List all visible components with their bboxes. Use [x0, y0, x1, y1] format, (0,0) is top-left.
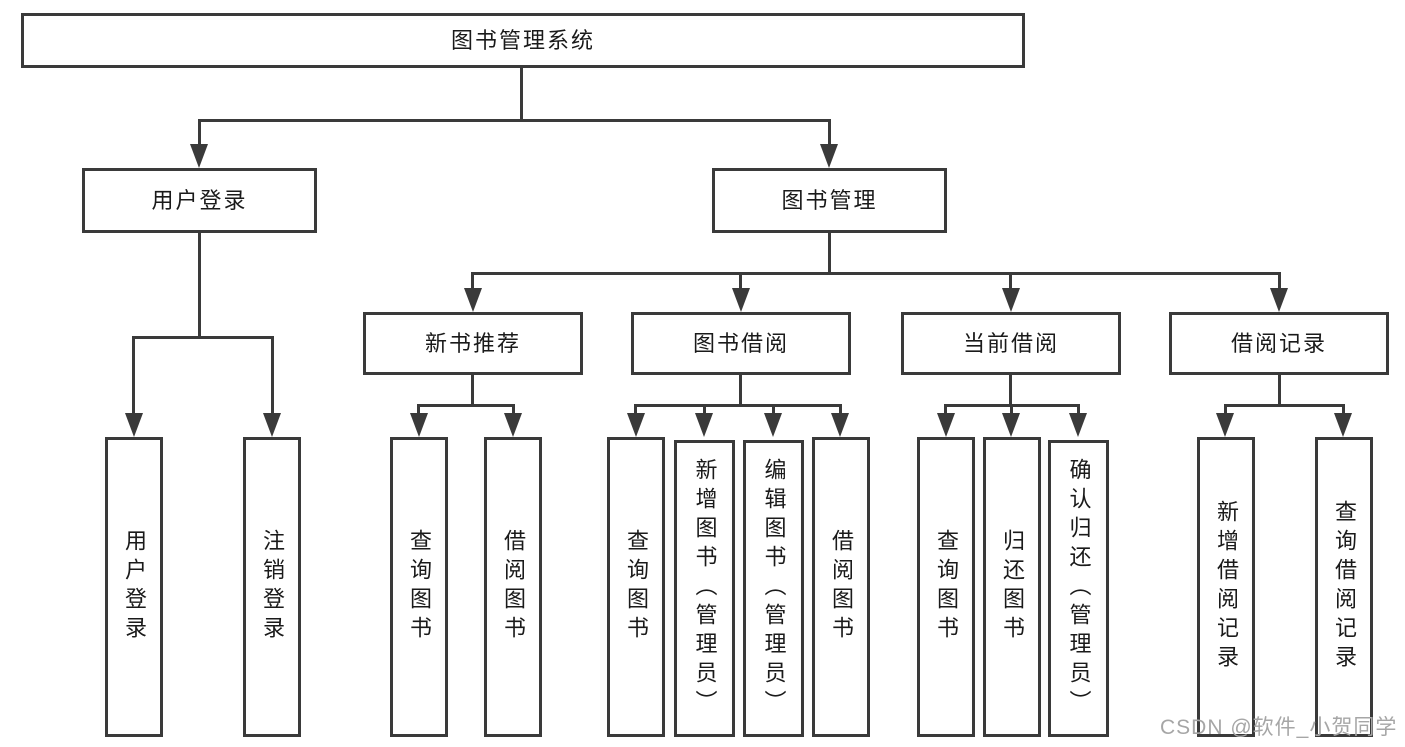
connector-line-book-management-down: [828, 233, 831, 275]
arrowhead-icon-bb-add: [695, 413, 713, 437]
arrowhead-icon-nb-borrow: [504, 413, 522, 437]
connector-stub-nb-borrow: [512, 404, 515, 418]
connector-stub-bb-edit: [772, 404, 775, 418]
arrowhead-icon-book-management: [820, 144, 838, 168]
connector-stub-user-login: [198, 119, 201, 146]
connector-line-user-login-rail: [132, 336, 274, 339]
node-new-book-recommendation: 新书推荐: [363, 312, 583, 375]
arrowhead-icon-bb-borrow: [831, 413, 849, 437]
connector-line-user-login-down: [198, 233, 201, 339]
connector-stub-cb-confirm: [1077, 404, 1080, 418]
connector-line-level3-rail: [471, 272, 1281, 275]
leaf-user-login: 用户登录: [105, 437, 163, 737]
connector-stub-current-borrow: [1009, 272, 1012, 292]
leaf-add-borrow-record: 新增借阅记录: [1197, 437, 1255, 737]
node-book-borrowing: 图书借阅: [631, 312, 851, 375]
arrowhead-icon-book-borrow: [732, 288, 750, 312]
leaf-edit-book-admin: 编辑图书（管理员）: [743, 440, 804, 737]
connector-line-root-down: [520, 68, 523, 122]
node-book-management: 图书管理: [712, 168, 947, 233]
arrowhead-icon-br-add: [1216, 413, 1234, 437]
arrowhead-icon-user-login: [190, 144, 208, 168]
connector-line-level2-rail: [198, 119, 831, 122]
arrowhead-icon-new-book: [464, 288, 482, 312]
connector-stub-cb-return: [1010, 404, 1013, 418]
connector-line-new-book-down: [471, 375, 474, 407]
connector-stub-book-management: [828, 119, 831, 146]
connector-stub-bb-borrow: [839, 404, 842, 418]
connector-stub-leaf-user-login: [132, 336, 135, 418]
connector-stub-bb-add: [703, 404, 706, 418]
connector-line-borrow-records-rail: [1224, 404, 1345, 407]
connector-line-current-borrow-down: [1009, 375, 1012, 407]
leaf-query-borrow-record: 查询借阅记录: [1315, 437, 1373, 737]
node-current-borrowing: 当前借阅: [901, 312, 1121, 375]
arrowhead-icon-br-query: [1334, 413, 1352, 437]
arrowhead-icon-bb-query: [627, 413, 645, 437]
watermark-text: CSDN @软件_小贺同学: [1160, 716, 1398, 739]
connector-line-book-borrow-down: [739, 375, 742, 407]
leaf-query-books-recommend: 查询图书: [390, 437, 448, 737]
connector-stub-br-add: [1224, 404, 1227, 418]
leaf-query-books-current: 查询图书: [917, 437, 975, 737]
leaf-return-books: 归还图书: [983, 437, 1041, 737]
connector-stub-new-book: [471, 272, 474, 292]
arrowhead-icon-cb-return: [1002, 413, 1020, 437]
leaf-add-book-admin: 新增图书（管理员）: [674, 440, 735, 737]
node-library-management-system: 图书管理系统: [21, 13, 1025, 68]
connector-stub-nb-query: [417, 404, 420, 418]
connector-stub-br-query: [1342, 404, 1345, 418]
connector-stub-cb-query: [944, 404, 947, 418]
leaf-query-books-borrow: 查询图书: [607, 437, 665, 737]
node-borrowing-records: 借阅记录: [1169, 312, 1389, 375]
arrowhead-icon-nb-query: [410, 413, 428, 437]
node-user-login: 用户登录: [82, 168, 317, 233]
arrowhead-icon-bb-edit: [764, 413, 782, 437]
connector-line-new-book-rail: [417, 404, 515, 407]
connector-stub-bb-query: [634, 404, 637, 418]
connector-stub-leaf-logout: [271, 336, 274, 418]
leaf-borrow-books-recommend: 借阅图书: [484, 437, 542, 737]
arrowhead-icon-cb-confirm: [1069, 413, 1087, 437]
connector-line-book-borrow-rail: [634, 404, 842, 407]
connector-stub-book-borrow: [739, 272, 742, 292]
arrowhead-icon-cb-query: [937, 413, 955, 437]
leaf-borrow-books-borrow: 借阅图书: [812, 437, 870, 737]
leaf-logout-login: 注销登录: [243, 437, 301, 737]
arrowhead-icon-current-borrow: [1002, 288, 1020, 312]
arrowhead-icon-leaf-logout: [263, 413, 281, 437]
connector-stub-borrow-records: [1278, 272, 1281, 292]
connector-line-borrow-records-down: [1278, 375, 1281, 407]
arrowhead-icon-borrow-records: [1270, 288, 1288, 312]
leaf-confirm-return-admin: 确认归还（管理员）: [1048, 440, 1109, 737]
arrowhead-icon-leaf-user-login: [125, 413, 143, 437]
